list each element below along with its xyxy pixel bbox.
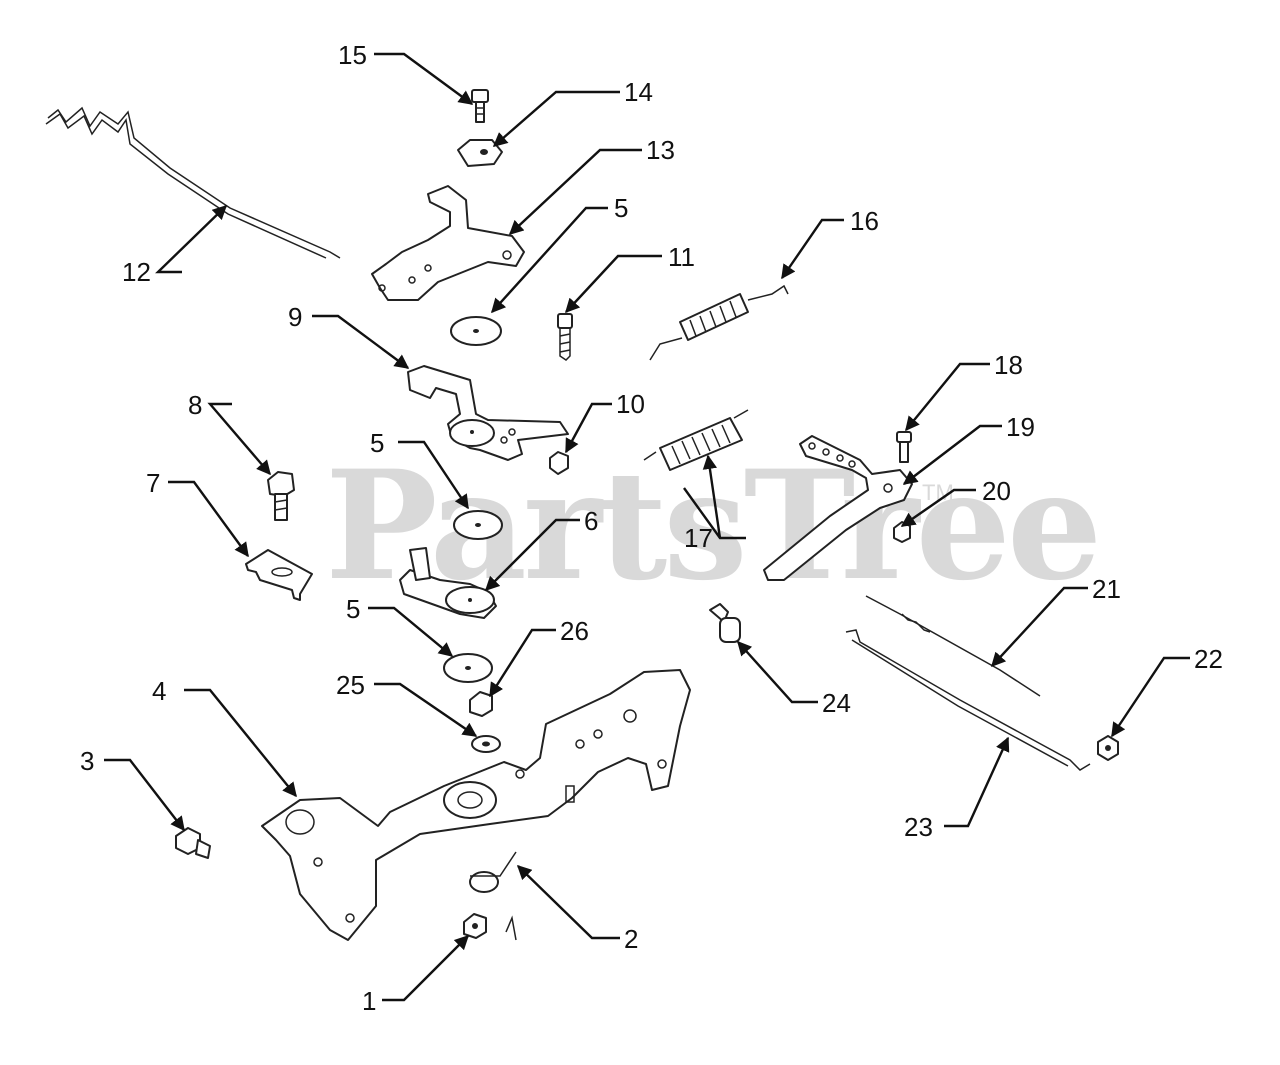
callout-19[interactable]: 19	[1006, 412, 1035, 442]
callout-2[interactable]: 2	[624, 924, 638, 954]
callout-21[interactable]: 21	[1092, 574, 1121, 604]
part-16-spring[interactable]	[649, 284, 789, 361]
callout-15[interactable]: 15	[338, 40, 367, 70]
callout-3[interactable]: 3	[80, 746, 94, 776]
part-14-cap[interactable]	[457, 139, 503, 167]
part-12-throttle-link[interactable]	[45, 106, 341, 259]
part-24-bushing[interactable]	[709, 603, 741, 643]
part-25-washer[interactable]	[471, 735, 501, 753]
leader-lines	[104, 52, 1190, 1002]
part-5-washer-c[interactable]	[443, 653, 493, 683]
part-7-clip[interactable]	[245, 549, 313, 601]
part-4-control-bracket[interactable]	[261, 669, 691, 941]
callout-11[interactable]: 11	[668, 242, 695, 272]
callout-7[interactable]: 7	[146, 468, 160, 498]
callout-5-top[interactable]: 5	[614, 193, 628, 223]
callout-8[interactable]: 8	[188, 390, 202, 420]
callout-13[interactable]: 13	[646, 135, 675, 165]
callout-12[interactable]: 12	[122, 257, 151, 287]
callout-labels: 15 14 13 5 11 12 16 9 10 18 8 5 19 20 7 …	[80, 40, 1223, 1016]
callout-22[interactable]: 22	[1194, 644, 1223, 674]
callout-20[interactable]: 20	[982, 476, 1011, 506]
part-22-fitting[interactable]	[1097, 735, 1119, 761]
callout-16[interactable]: 16	[850, 206, 879, 236]
part-1-nut[interactable]	[463, 913, 487, 939]
part-5-washer-b[interactable]	[453, 510, 503, 540]
part-9-lever[interactable]	[407, 365, 569, 461]
callout-17[interactable]: 17	[684, 523, 713, 553]
callout-23[interactable]: 23	[904, 812, 933, 842]
part-11-screw[interactable]	[557, 313, 573, 361]
callout-25[interactable]: 25	[336, 670, 365, 700]
part-15-screw[interactable]	[471, 89, 489, 123]
part-6-plate[interactable]	[399, 547, 497, 619]
callout-6[interactable]: 6	[584, 506, 598, 536]
part-2-spring-clip[interactable]	[469, 851, 517, 941]
part-3-fitting[interactable]	[175, 827, 211, 859]
callout-18[interactable]: 18	[994, 350, 1023, 380]
part-10-nut[interactable]	[549, 451, 569, 475]
part-8-bolt[interactable]	[267, 471, 295, 521]
part-18-screw[interactable]	[896, 431, 912, 463]
part-21-choke-rod[interactable]	[865, 595, 1041, 697]
part-26-nut[interactable]	[469, 691, 493, 717]
callout-24[interactable]: 24	[822, 688, 851, 718]
callout-14[interactable]: 14	[624, 77, 653, 107]
callout-5-third[interactable]: 5	[346, 594, 360, 624]
part-19-control-arm[interactable]	[763, 435, 913, 581]
callout-26[interactable]: 26	[560, 616, 589, 646]
part-13-bracket[interactable]	[371, 185, 525, 301]
callout-5-second[interactable]: 5	[370, 428, 384, 458]
part-23-throttle-rod[interactable]	[845, 629, 1091, 771]
callout-9[interactable]: 9	[288, 302, 302, 332]
callout-10[interactable]: 10	[616, 389, 645, 419]
callout-4[interactable]: 4	[152, 676, 166, 706]
callout-1[interactable]: 1	[362, 986, 376, 1016]
part-5-washer-a[interactable]	[450, 316, 502, 346]
